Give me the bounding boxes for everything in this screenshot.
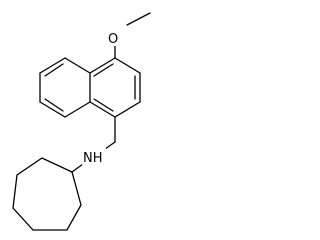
ring-b-bond-c8a-c8 [64, 57, 91, 74]
methyl-bond [126, 12, 151, 26]
ring-a-bond-c8a-c1-inner [93, 63, 114, 77]
ring-b-bond-c6-c5 [39, 101, 66, 118]
ring-b-bond-c8-c7-inner [44, 63, 64, 77]
ring-a-bond-c1-c2 [114, 57, 141, 74]
ring-a-bond-c8a-c1 [89, 57, 116, 74]
cycloheptane-ring [12, 157, 82, 231]
ring-b-bond-c5-c4a [64, 101, 91, 118]
ring-a-bond-c4-c4a [89, 101, 116, 118]
amine-cycloheptyl-bond [71, 163, 84, 173]
molecule-structure-diagram: O NH [12, 12, 151, 231]
ring-a-bond-c3-c4 [114, 101, 141, 118]
amine-atom-label: NH [83, 151, 103, 166]
ring-b-bond-c8-c7 [39, 57, 66, 74]
amine-label-background [82, 148, 106, 165]
ring-b-bond-c6-c5-inner [44, 98, 64, 112]
ring-a-bond-c4-c4a-inner [93, 98, 114, 112]
oxygen-label-background [107, 30, 123, 46]
oxygen-atom-label: O [108, 32, 118, 47]
